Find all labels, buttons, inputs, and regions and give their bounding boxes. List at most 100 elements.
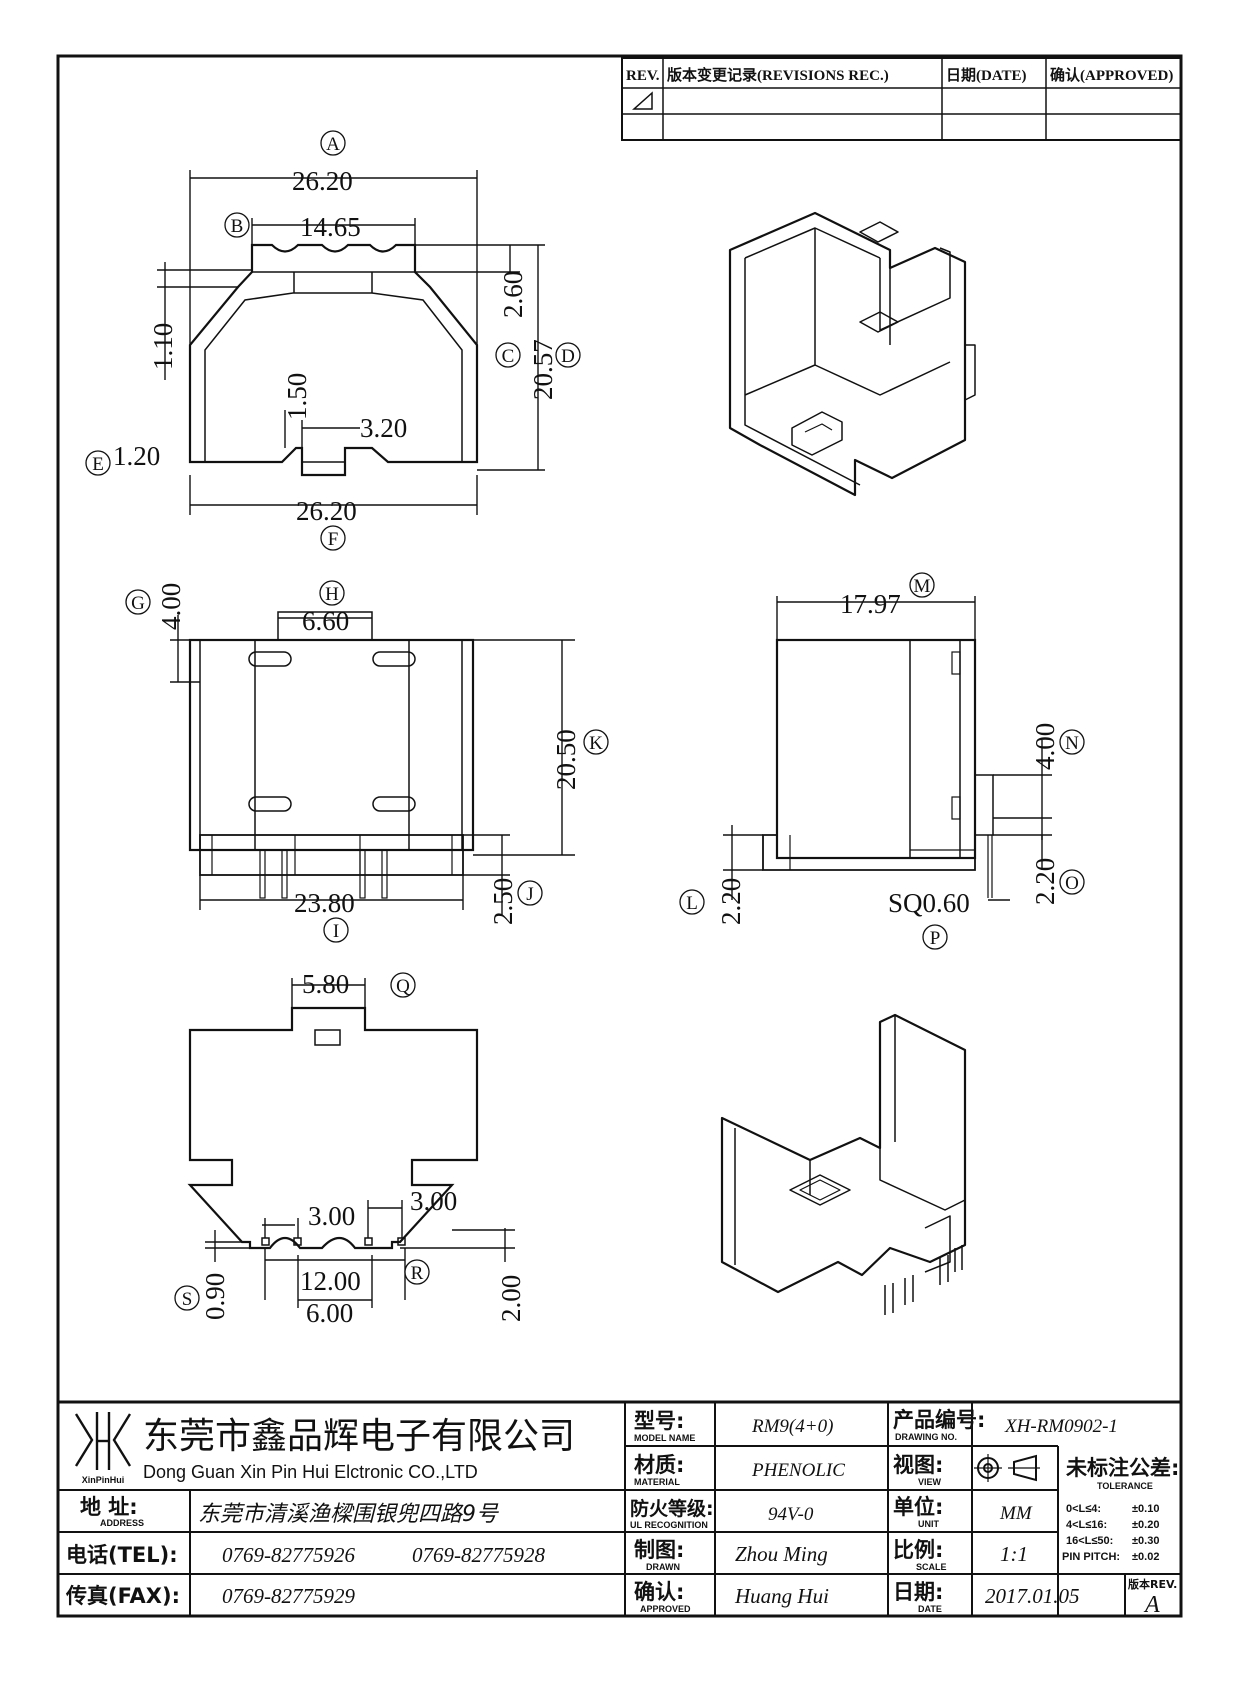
dim-bottom-6-00: 6.00 [306,1298,353,1328]
rev-label: 版本REV. [1128,1577,1177,1591]
dim-front-20-50: 20.50 [551,729,581,790]
unit-label-en: UNIT [918,1519,939,1529]
address-value: 东莞市清溪渔樑围银兜四路9号 [198,1502,499,1527]
dim-top-20-57: 20.57 [528,339,558,400]
logo-caption: XinPinHui [82,1475,125,1485]
ul-label-en: UL RECOGNITION [630,1520,708,1530]
revision-table [621,57,1182,141]
date-label: 日期: [893,1580,943,1604]
dim-top-2-60: 2.60 [498,271,528,318]
tolerance-range-2: 4<L≤16: [1066,1519,1107,1531]
marker-a: A [326,134,340,155]
side-view-outline [762,638,994,898]
front-view-outline [188,611,475,899]
drawn-label-en: DRAWN [646,1562,680,1572]
marker-p: P [930,928,941,949]
material-label-en: MATERIAL [634,1477,680,1487]
drawing-no-label: 产品编号: [893,1408,985,1432]
dim-top-14-65: 14.65 [300,212,361,242]
rev-header-record: 版本变更记录(REVISIONS REC.) [667,66,889,84]
bottom-view-dimensions [205,978,515,1308]
marker-o: O [1065,873,1079,894]
title-block-grid [56,1400,1183,1618]
dim-top-1-20: 1.20 [113,441,160,471]
dim-top-3-20: 3.20 [360,413,407,443]
marker-g: G [131,593,145,614]
address-label: 地 址: [80,1495,138,1519]
rev-header-approved: 确认(APPROVED) [1050,66,1173,84]
marker-d: D [561,346,575,367]
dim-bottom-3-00-left: 3.00 [308,1201,355,1231]
tolerance-value-3: ±0.30 [1132,1535,1159,1547]
rev-header-date: 日期(DATE) [946,66,1027,84]
ul-label: 防火等级: [630,1497,714,1520]
dim-side-2-20-left: 2.20 [716,878,746,925]
company-name-cn: 东莞市鑫品辉电子有限公司 [143,1416,575,1457]
scale-label-en: SCALE [916,1562,947,1572]
fax-label: 传真(FAX): [65,1584,180,1608]
approved-value: Huang Hui [734,1584,829,1608]
dim-front-23-80: 23.80 [294,888,355,918]
projection-symbol-icon [974,1454,1040,1482]
marker-j: J [526,884,533,905]
tel-value-2: 0769-82775928 [412,1543,545,1567]
drawn-label: 制图: [634,1538,684,1562]
sheet-border [56,54,1183,1618]
unit-value: MM [999,1503,1033,1524]
rev-header-rev: REV. [626,68,660,84]
dim-side-2-20-right: 2.20 [1030,858,1060,905]
dim-side-4-00: 4.00 [1030,723,1060,770]
front-view-dimensions [170,615,575,915]
tolerance-range-4: PIN PITCH: [1062,1551,1120,1563]
dim-bottom-3-00-right: 3.00 [410,1186,457,1216]
model-label: 型号: [634,1409,684,1433]
dim-top-26-20: 26.20 [292,166,353,196]
dim-side-17-97: 17.97 [840,589,901,619]
date-label-en: DATE [918,1604,942,1614]
marker-q: Q [396,976,410,997]
marker-s: S [182,1289,193,1310]
marker-n: N [1065,733,1079,754]
tolerance-range-3: 16<L≤50: [1066,1535,1113,1547]
date-value: 2017.01.05 [985,1584,1080,1608]
drawing-no-value: XH-RM0902-1 [1004,1416,1118,1437]
view-label-en: VIEW [918,1477,942,1487]
tolerance-value-2: ±0.20 [1132,1519,1159,1531]
tolerance-value-4: ±0.02 [1132,1551,1159,1563]
isometric-view-bottom [720,1013,967,1315]
marker-m: M [914,576,931,597]
drawing-no-label-en: DRAWING NO. [895,1432,957,1442]
model-label-en: MODEL NAME [634,1433,695,1443]
marker-l: L [686,893,698,914]
dim-bottom-12-00: 12.00 [300,1266,361,1296]
marker-i: I [333,921,339,942]
dim-front-2-50: 2.50 [488,878,518,925]
address-label-en: ADDRESS [100,1518,144,1528]
tolerance-value-1: ±0.10 [1132,1503,1159,1515]
marker-e: E [92,454,104,475]
dim-bottom-0-90: 0.90 [200,1273,230,1320]
view-label: 视图: [893,1453,943,1477]
rev-value: A [1143,1592,1160,1618]
approved-label-en: APPROVED [640,1604,691,1614]
reference-markers [85,130,1085,1311]
side-view-dimensions [723,596,1052,901]
dim-top-1-10: 1.10 [148,323,178,370]
marker-k: K [589,733,603,754]
material-value: PHENOLIC [751,1460,845,1481]
model-value: RM9(4+0) [751,1416,833,1437]
dim-top-1-50: 1.50 [282,373,312,420]
scale-value: 1:1 [1000,1542,1028,1566]
tolerance-label-en: TOLERANCE [1097,1481,1153,1491]
unit-label: 单位: [893,1495,943,1519]
marker-r: R [411,1263,424,1284]
dim-side-sq0-60: SQ0.60 [888,888,970,918]
dim-front-6-60: 6.60 [302,606,349,636]
marker-h: H [325,584,339,605]
scale-label: 比例: [893,1538,943,1562]
tolerance-label: 未标注公差: [1066,1456,1179,1480]
drawn-value: Zhou Ming [735,1542,828,1566]
dim-bottom-5-80: 5.80 [302,969,349,999]
tel-value-1: 0769-82775926 [222,1543,355,1567]
